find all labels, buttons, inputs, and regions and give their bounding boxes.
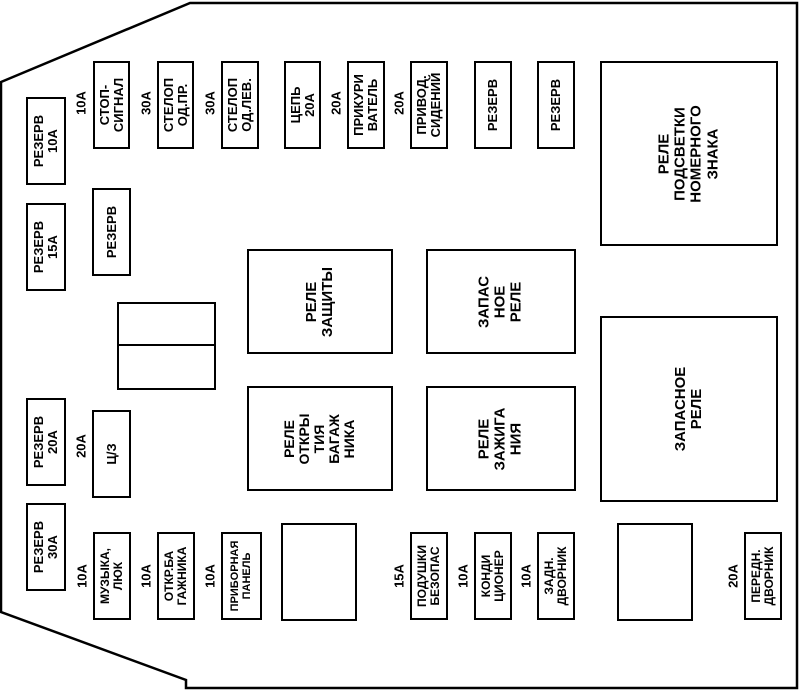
fuse-air-conditioner-amp: 10A [455, 564, 471, 588]
fuse-circuit: ЦЕПЬ 20A [284, 61, 321, 149]
fuse-cigarette-lighter: ПРИКУРИ ВАТЕЛЬ [347, 61, 385, 149]
fuse-music-sunroof: МУЗЫКА, ЛЮК [93, 532, 131, 620]
fuse-reserve-top-2: РЕЗЕРВ [537, 61, 575, 149]
relay-protection: РЕЛЕ ЗАЩИТЫ [247, 249, 393, 354]
fuse-reserve-15a: РЕЗЕРВ 15A [26, 203, 66, 291]
fuse-front-wiper: ПЕРЕДН. ДВОРНИК [744, 532, 782, 620]
fuse-airbags-amp: 15A [391, 564, 407, 588]
fuse-reserve-10a: РЕЗЕРВ 10A [26, 97, 66, 185]
fuse-rear-wiper: ЗАДН. ДВОРНИК [537, 532, 575, 620]
fuse-trunk-opening: ОТКР.БА ГАЖНИКА [157, 532, 195, 620]
fuse-reserve-mid: РЕЗЕРВ [92, 188, 131, 276]
fuse-air-conditioner: КОНДИ ЦИОНЕР [474, 532, 512, 620]
bottom-block-left [281, 523, 357, 621]
fuse-central-lock-amp: 20A [73, 434, 89, 458]
fuse-trunk-opening-amp: 10A [138, 564, 154, 588]
relay-ignition: РЕЛЕ ЗАЖИГА НИЯ [426, 386, 576, 491]
bottom-block-right [617, 523, 693, 621]
fuse-stop-signal-amp: 10A [73, 91, 89, 115]
fuse-seat-drive-amp: 20A [391, 91, 407, 115]
fuse-cigarette-lighter-amp: 20A [328, 91, 344, 115]
fuse-front-wiper-amp: 20A [725, 564, 741, 588]
relay-spare-1: ЗАПАС НОЕ РЕЛЕ [426, 249, 576, 354]
connector-block-divider [117, 344, 216, 346]
fuse-reserve-30a: РЕЗЕРВ 30A [26, 503, 66, 591]
fuse-stelop-left: СТЕЛОП ОД.ЛЕВ. [221, 61, 259, 149]
fuse-stelop-left-amp: 30A [202, 91, 218, 115]
fuse-dashboard: ПРИБОРНАЯ ПАНЕЛЬ [221, 532, 262, 620]
relay-spare-2: ЗАПАСНОЕ РЕЛЕ [600, 316, 778, 502]
relay-license-plate-light: РЕЛЕ ПОДСВЕТКИ НОМЕРНОГО ЗНАКА [600, 61, 778, 246]
fuse-music-sunroof-amp: 10A [74, 564, 90, 588]
fuse-seat-drive: ПРИВОД. СИДЕНИЙ [410, 61, 448, 149]
fuse-dashboard-amp: 10A [202, 564, 218, 588]
fuse-rear-wiper-amp: 10A [518, 564, 534, 588]
fuse-central-lock: Ц/З [92, 410, 131, 498]
connector-block [117, 302, 216, 390]
fuse-airbags: ПОДУШКИ БЕЗОПАС [410, 532, 448, 620]
relay-trunk-opening: РЕЛЕ ОТКРЫ ТИЯ БАГАЖ НИКА [247, 386, 393, 491]
fuse-stelop-right: СТЕЛОП ОД.ПР. [157, 61, 194, 149]
fuse-reserve-top-1: РЕЗЕРВ [474, 61, 512, 149]
fuse-stelop-right-amp: 30A [138, 91, 154, 115]
fuse-stop-signal: СТОП- СИГНАЛ [93, 61, 130, 149]
fuse-reserve-20a: РЕЗЕРВ 20A [26, 398, 66, 486]
